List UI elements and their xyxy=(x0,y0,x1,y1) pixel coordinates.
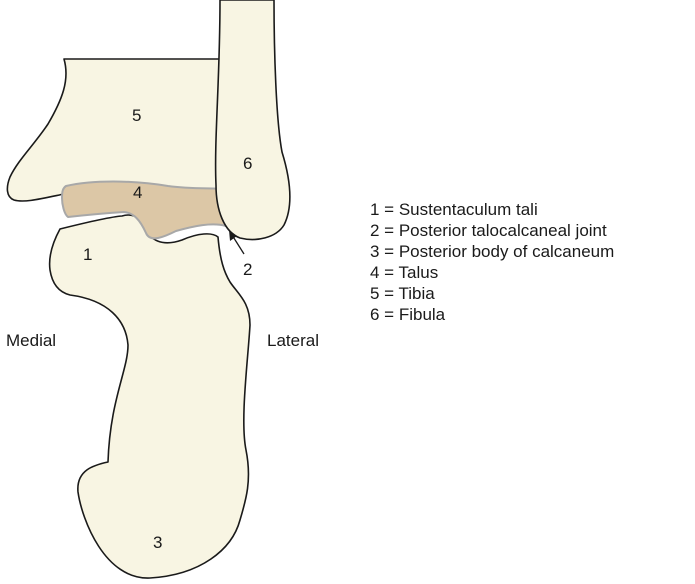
legend-item: 5 = Tibia xyxy=(370,283,614,304)
legend: 1 = Sustentaculum tali 2 = Posterior tal… xyxy=(370,199,614,325)
calcaneus-bone xyxy=(50,215,250,578)
legend-item: 4 = Talus xyxy=(370,262,614,283)
legend-item: 1 = Sustentaculum tali xyxy=(370,199,614,220)
label-tibia: 5 xyxy=(132,106,141,125)
label-fibula: 6 xyxy=(243,154,252,173)
label-medial: Medial xyxy=(6,331,56,350)
legend-item: 2 = Posterior talocalcaneal joint xyxy=(370,220,614,241)
label-talus: 4 xyxy=(133,183,142,202)
label-posterior-body-of-calcaneum: 3 xyxy=(153,533,162,552)
label-lateral: Lateral xyxy=(267,331,319,350)
fibula-bone xyxy=(216,0,290,239)
label-sustentaculum-tali: 1 xyxy=(83,245,92,264)
legend-item: 3 = Posterior body of calcaneum xyxy=(370,241,614,262)
legend-item: 6 = Fibula xyxy=(370,304,614,325)
label-posterior-talocalcaneal-joint: 2 xyxy=(243,260,252,279)
